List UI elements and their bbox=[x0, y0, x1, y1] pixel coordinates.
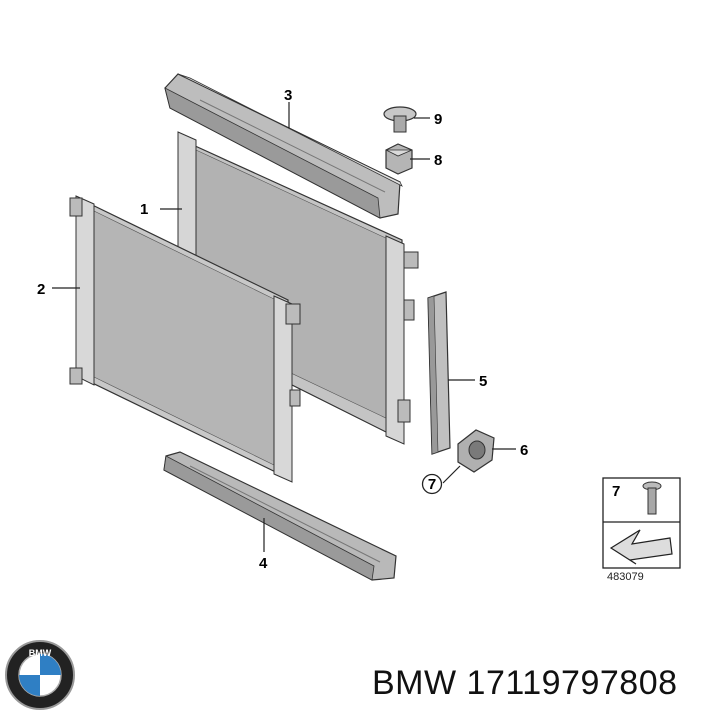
part-8-clip bbox=[385, 143, 413, 175]
callout-6: 6 bbox=[520, 442, 528, 459]
inset-reference-number: 483079 bbox=[607, 571, 644, 583]
part-9-rivet bbox=[383, 106, 417, 133]
callout-2: 2 bbox=[37, 281, 45, 298]
callout-5: 5 bbox=[479, 373, 487, 390]
screw-icon bbox=[642, 481, 662, 515]
inset-number: 7 bbox=[612, 483, 620, 500]
callout-4: 4 bbox=[259, 555, 268, 572]
logo-letters: BMW bbox=[29, 648, 52, 658]
callout-9: 9 bbox=[434, 111, 442, 128]
bmw-logo: BMW bbox=[5, 640, 75, 710]
part-1-radiator bbox=[177, 131, 419, 445]
callout-1: 1 bbox=[140, 201, 148, 218]
part-3-upper-cover bbox=[164, 73, 403, 219]
callout-8: 8 bbox=[434, 152, 442, 169]
part-5-side-seal bbox=[427, 291, 451, 455]
part-number-caption: BMW 17119797808 bbox=[372, 664, 678, 702]
part-4-lower-cover bbox=[163, 451, 397, 581]
arrow-icon bbox=[609, 529, 673, 565]
part-2-front-radiator bbox=[69, 195, 301, 483]
leader-lines bbox=[52, 102, 516, 552]
inset-part-7: 7 483079 bbox=[602, 477, 681, 583]
callout-7-circled: 7 bbox=[421, 473, 443, 495]
svg-text:7: 7 bbox=[428, 476, 436, 493]
callout-3: 3 bbox=[284, 87, 292, 104]
part-6-bracket bbox=[457, 429, 495, 473]
